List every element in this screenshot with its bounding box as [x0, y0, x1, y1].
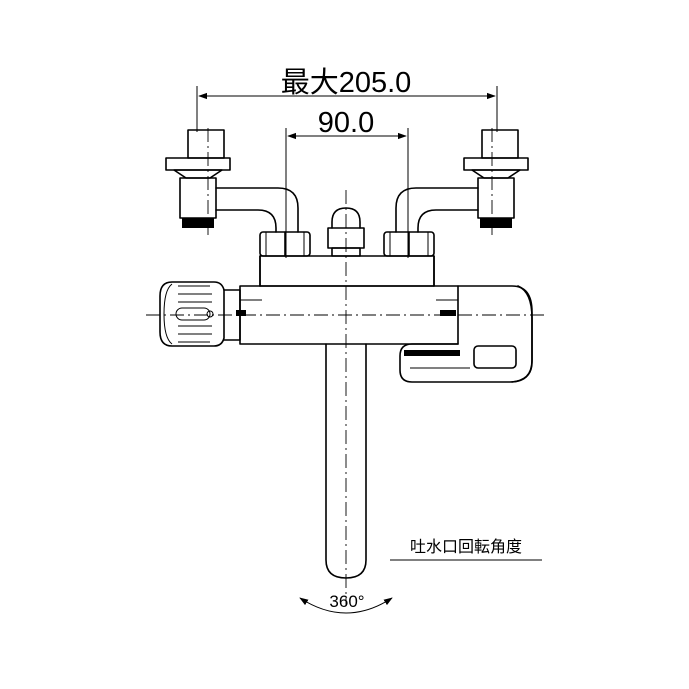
- left-nut: [259, 231, 311, 257]
- inlet-spacing-label: 90.0: [318, 107, 374, 139]
- shower-lever-right: [399, 285, 533, 383]
- left-wall-fitting: [165, 129, 299, 233]
- dimension-max-width: 最大205.0: [196, 66, 498, 132]
- dimension-inlet-spacing: 90.0: [285, 107, 409, 258]
- spout: [325, 343, 367, 579]
- rotation-angle-label: 360°: [329, 592, 364, 611]
- spout-rotation-annotation: 吐水口回転角度 360°: [299, 538, 542, 614]
- max-width-label: 最大205.0: [281, 66, 412, 99]
- thermostat-handle-left: [159, 281, 246, 347]
- right-nut: [383, 231, 435, 257]
- spout-rotation-label: 吐水口回転角度: [410, 538, 522, 556]
- main-body: [239, 255, 459, 345]
- centerlines: [146, 128, 548, 606]
- right-wall-fitting: [395, 129, 529, 233]
